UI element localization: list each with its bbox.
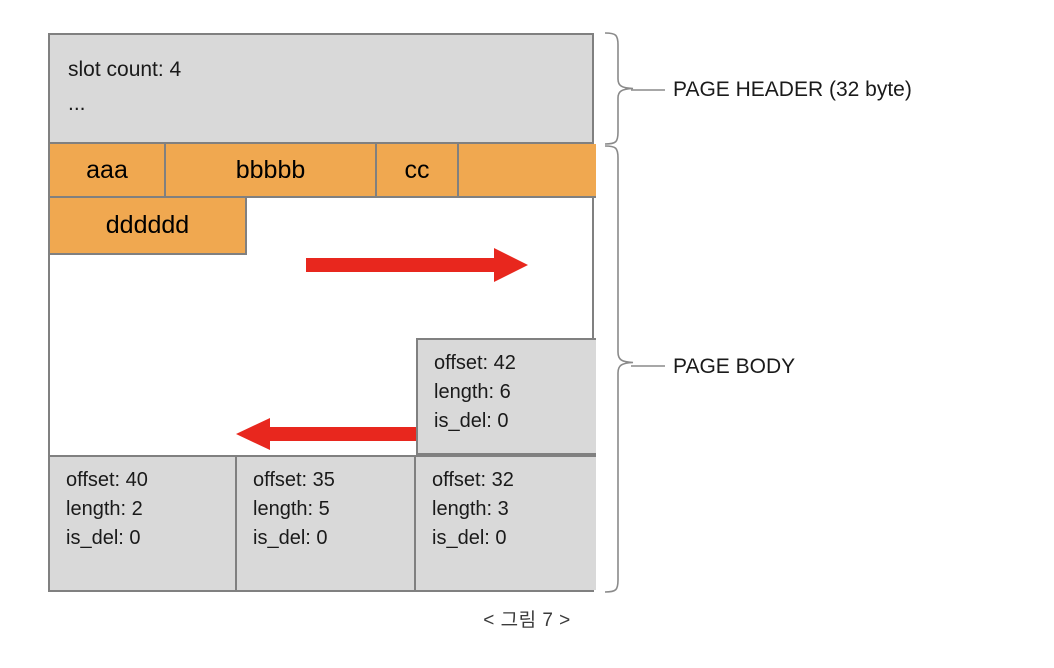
page-header-ellipsis: ... <box>68 92 86 115</box>
record-cell-aaa: aaa <box>50 144 166 198</box>
slot-is-del: is_del: 0 <box>434 410 509 432</box>
slot-is-del: is_del: 0 <box>66 527 141 549</box>
record-cell-empty <box>459 144 596 198</box>
record-row-second: dddddd <box>50 198 592 255</box>
slot-offset: offset: 32 <box>432 469 514 491</box>
record-cell-cc: cc <box>377 144 459 198</box>
record-growth-arrow-right-icon <box>306 248 528 282</box>
slot-offset: offset: 42 <box>434 352 516 374</box>
slot-offset: offset: 35 <box>253 469 335 491</box>
slot-directory-row: offset: 40 length: 2 is_del: 0 offset: 3… <box>50 455 596 590</box>
slot-entry: offset: 32 length: 3 is_del: 0 <box>416 455 596 590</box>
page-body-label: PAGE BODY <box>673 355 796 378</box>
slot-entry-top: offset: 42 length: 6 is_del: 0 <box>416 338 596 455</box>
slot-growth-arrow-left-icon <box>236 418 464 450</box>
page-header-slot-count: slot count: 4 <box>68 58 182 81</box>
page-body-brace-icon <box>604 145 634 593</box>
figure-caption: < 그림 7 > <box>483 610 571 631</box>
slot-entry: offset: 40 length: 2 is_del: 0 <box>50 455 237 590</box>
slot-length: length: 2 <box>66 498 143 520</box>
page-header-brace-tick-icon <box>631 89 665 91</box>
slot-length: length: 6 <box>434 381 511 403</box>
record-cell-bbbbb: bbbbb <box>166 144 377 198</box>
page-header-label: PAGE HEADER (32 byte) <box>673 78 912 101</box>
slot-is-del: is_del: 0 <box>253 527 328 549</box>
page-header-band: slot count: 4 ... <box>50 35 592 144</box>
page-body-brace-tick-icon <box>631 365 665 367</box>
record-cell-dddddd: dddddd <box>50 198 247 255</box>
record-row-first: aaa bbbbb cc <box>50 144 596 198</box>
page-diagram: slot count: 4 ... aaa bbbbb cc dddddd of… <box>48 33 596 592</box>
slot-is-del: is_del: 0 <box>432 527 507 549</box>
slot-length: length: 3 <box>432 498 509 520</box>
slot-entry: offset: 35 length: 5 is_del: 0 <box>237 455 416 590</box>
slot-offset: offset: 40 <box>66 469 148 491</box>
slot-length: length: 5 <box>253 498 330 520</box>
page-header-brace-icon <box>604 32 634 145</box>
